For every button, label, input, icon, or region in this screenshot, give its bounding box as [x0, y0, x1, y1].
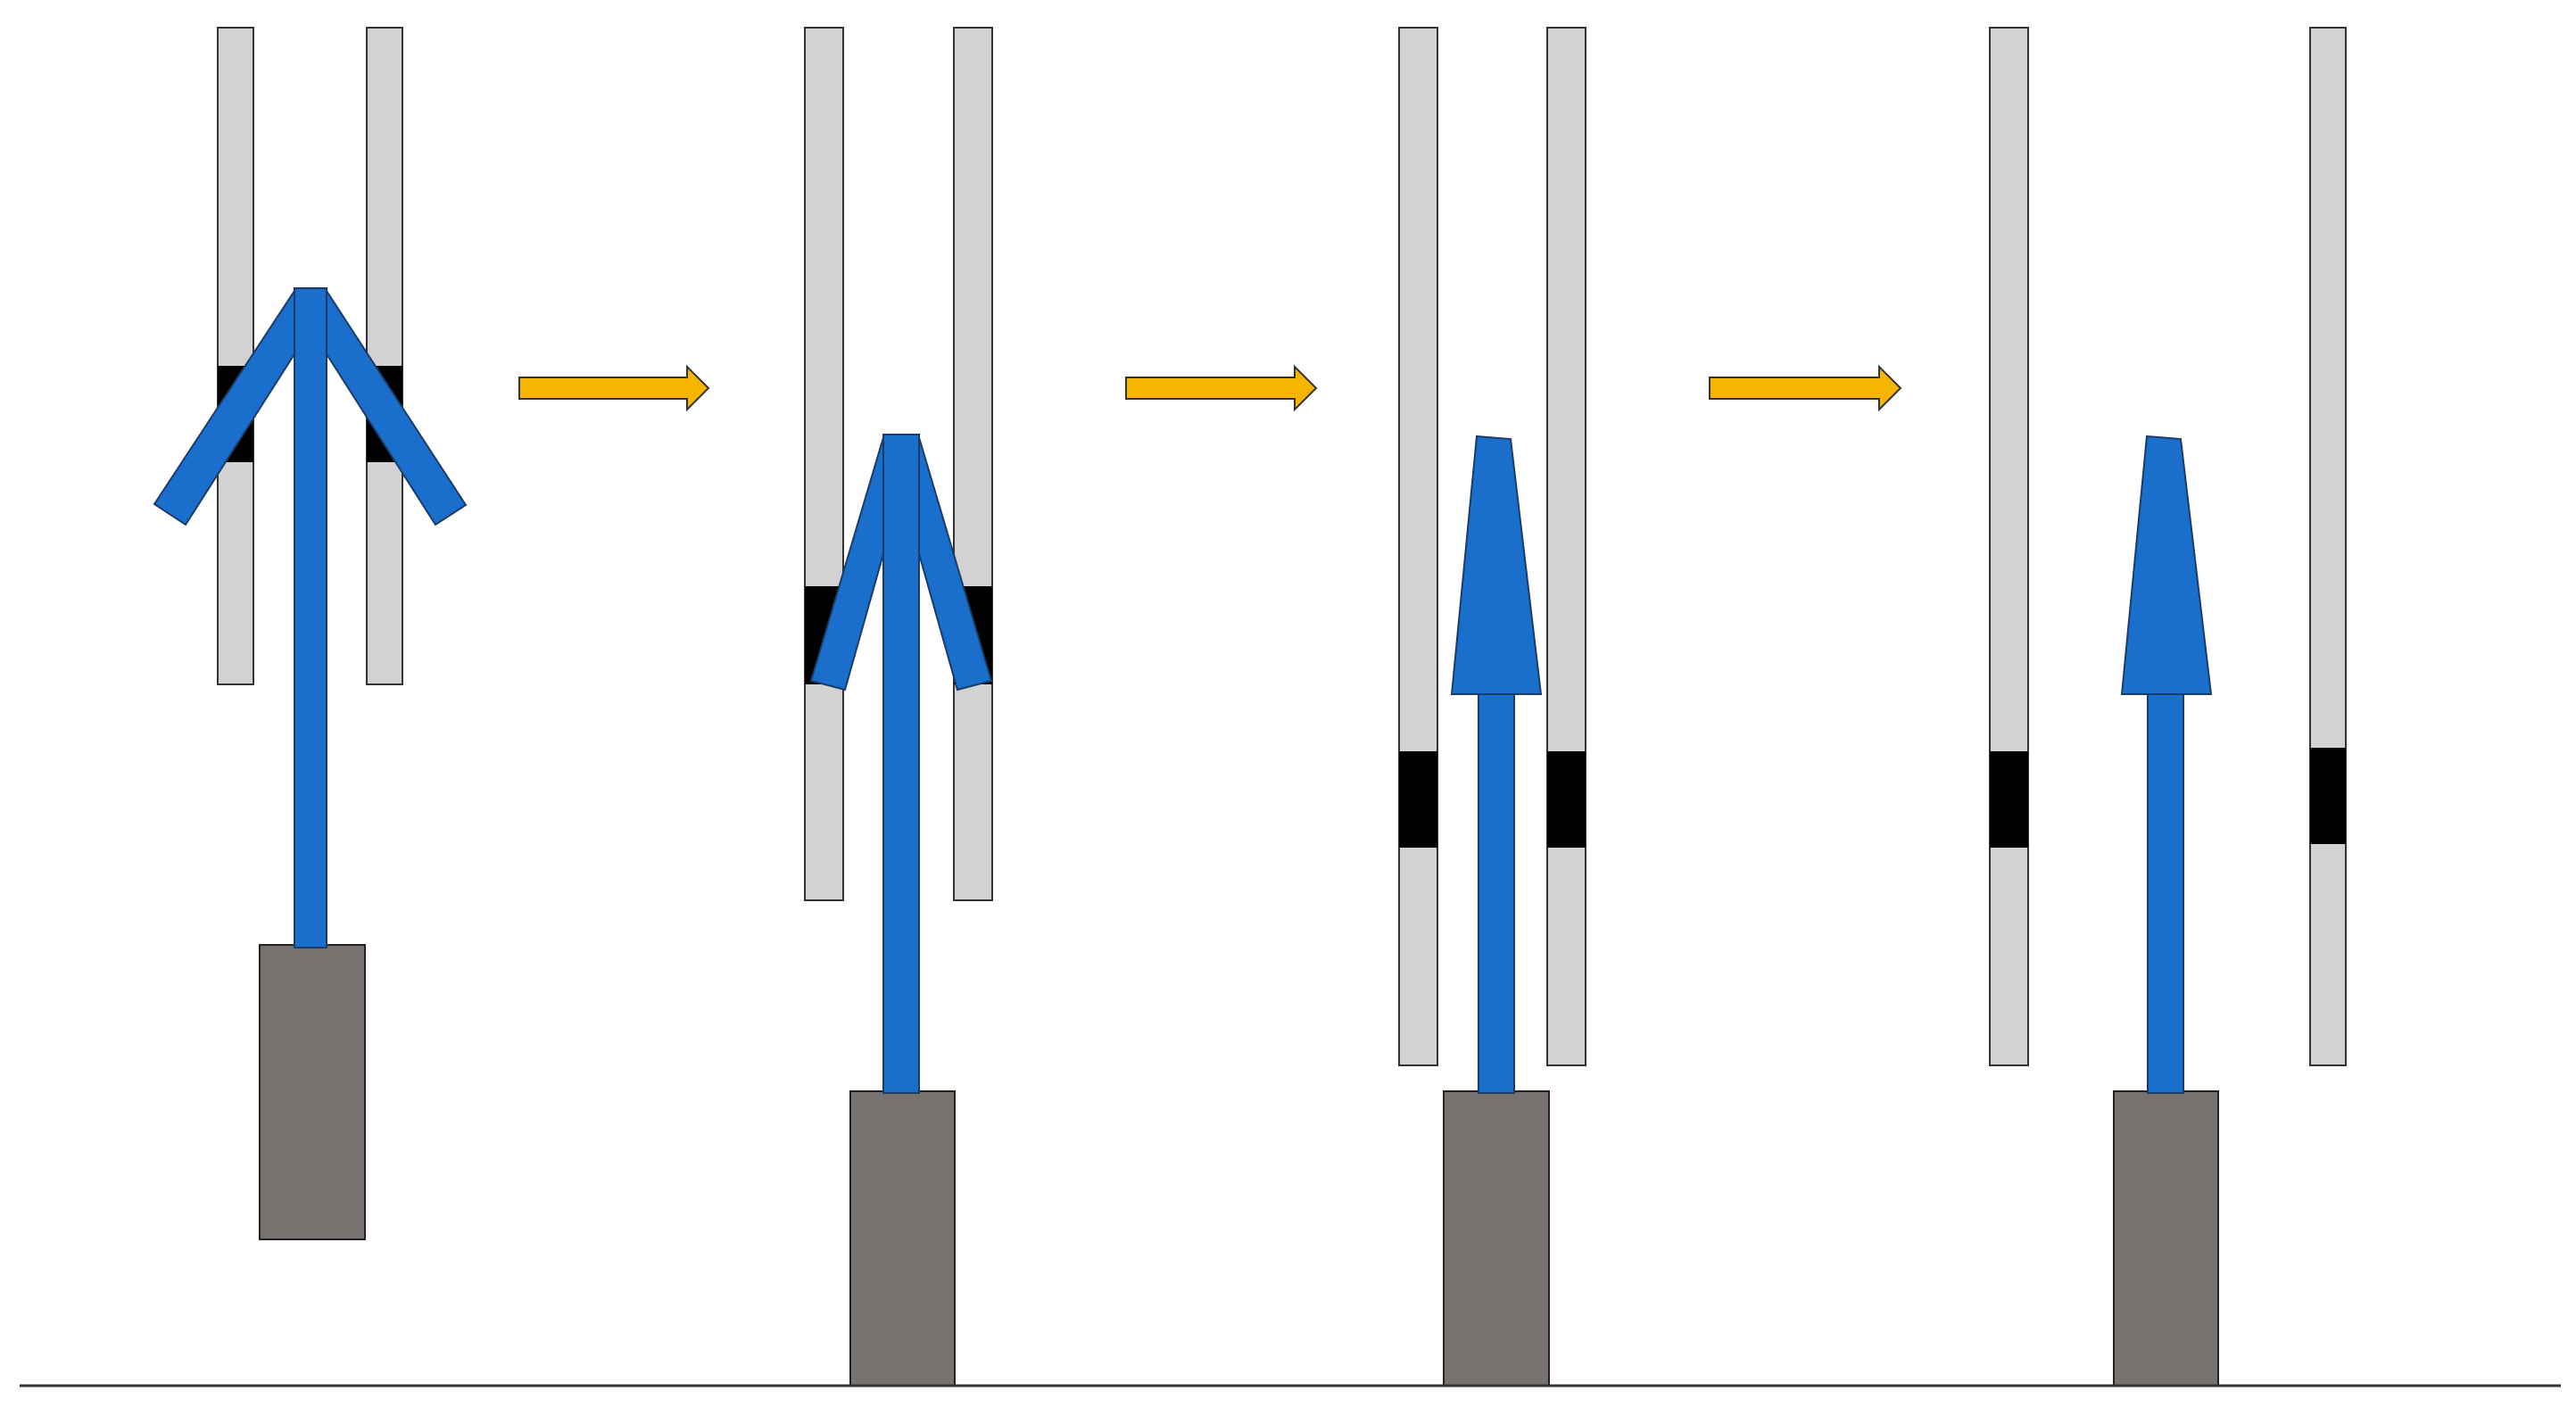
block — [849, 1090, 956, 1387]
rail-left — [1989, 27, 2029, 1066]
band-left — [1990, 751, 2028, 848]
rail-left — [804, 27, 844, 901]
rail-right — [1546, 27, 1586, 1066]
block — [2113, 1090, 2219, 1387]
rail-left — [1398, 27, 1438, 1066]
rod — [1478, 677, 1515, 1094]
step-arrow-2 — [1125, 364, 1318, 412]
rail-right — [953, 27, 993, 901]
block — [259, 944, 366, 1240]
band-left — [1399, 751, 1437, 848]
step-arrow-3 — [1709, 364, 1902, 412]
rail-left — [217, 27, 254, 685]
stage-3 — [1398, 27, 1586, 1387]
rod — [882, 434, 920, 1094]
block — [1443, 1090, 1550, 1387]
folded-head — [2120, 435, 2213, 695]
band-right — [1547, 751, 1586, 848]
rail-right — [2309, 27, 2347, 1066]
stage-1 — [153, 27, 468, 1240]
folded-head — [1450, 435, 1543, 695]
band-right — [2310, 748, 2346, 844]
rod — [2147, 677, 2184, 1094]
stage-4 — [1989, 27, 2347, 1387]
step-arrow-1 — [518, 364, 710, 412]
rod — [294, 287, 327, 948]
stage-2 — [804, 27, 993, 1387]
rail-right — [366, 27, 403, 685]
